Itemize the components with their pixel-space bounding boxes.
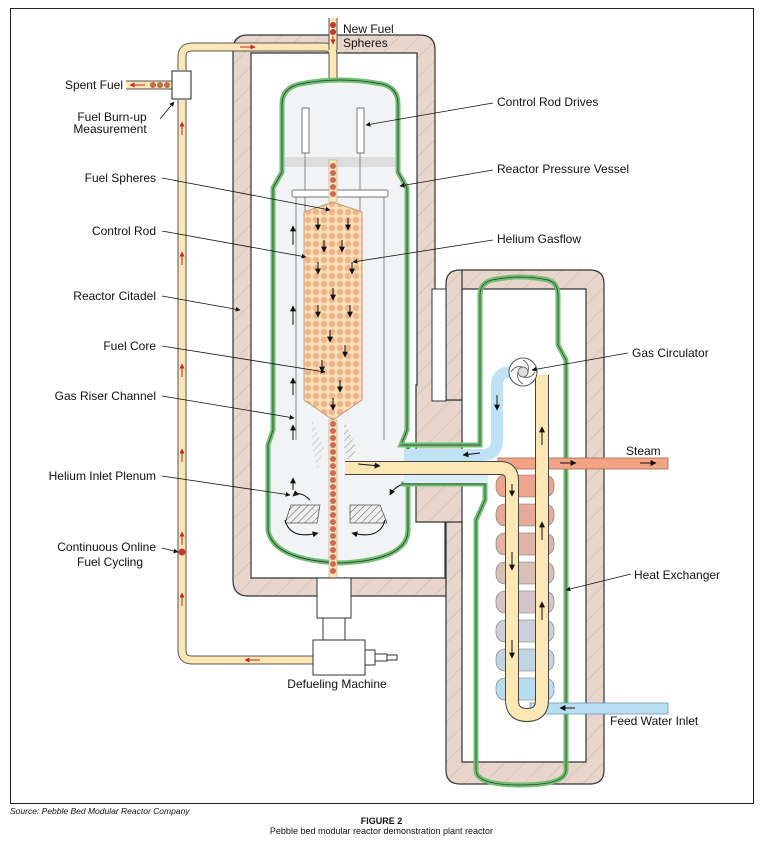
helium-gasflow-arrows [315,218,355,411]
fuel-sphere [330,568,336,574]
heat-exchanger-vessel [345,274,669,788]
figure-source: Source: Pebble Bed Modular Reactor Compa… [10,806,190,816]
fuel-sphere [330,533,336,539]
fuel-sphere [330,554,336,560]
fuel-sphere [330,512,336,518]
helium-inlet-plenum [284,481,411,538]
fuel-spheres-in-tube [330,163,336,574]
fuel-cycling-pipe [126,18,338,665]
label-feed-water-inlet: Feed Water Inlet [610,714,699,728]
fuel-sphere [330,428,336,434]
fuel-sphere-marker [178,548,186,556]
fuel-sphere [330,491,336,497]
fuel-sphere [330,449,336,455]
label-burnup: Fuel Burn-up [77,110,147,124]
fuel-sphere [330,470,336,476]
fuel-sphere [330,184,336,190]
label-helium-inlet-plenum: Helium Inlet Plenum [49,469,156,483]
figure-number: FIGURE 2 [360,816,403,826]
fuel-sphere [330,177,336,183]
fuel-sphere [330,456,336,462]
fuel-sphere [330,519,336,525]
figure-frame [10,8,754,804]
fuel-sphere [330,421,336,427]
fuel-sphere [330,505,336,511]
label-gas-circulator: Gas Circulator [632,346,709,360]
label-burnup-2: Measurement [73,122,147,136]
label-fuel-core: Fuel Core [103,339,156,353]
reactor-pressure-vessel [265,77,411,581]
fuel-sphere [330,540,336,546]
figure-caption: Pebble bed modular reactor demonstration… [269,826,494,836]
fuel-sphere [330,484,336,490]
fuel-sphere [330,435,336,441]
label-gas-riser-channel: Gas Riser Channel [55,389,156,403]
labels: New Fuel Spheres Spent Fuel Fuel Burn-up… [49,22,720,728]
fuel-sphere [330,498,336,504]
fuel-sphere [330,463,336,469]
label-control-rod-drives: Control Rod Drives [497,95,598,109]
label-reactor-pressure-vessel: Reactor Pressure Vessel [497,162,629,176]
fuel-sphere [330,561,336,567]
leader-lines [159,101,632,592]
fuel-sphere [330,477,336,483]
label-continuous-online: Continuous Online [57,540,156,554]
label-new-fuel: New Fuel [343,22,394,36]
label-new-fuel-2: Spheres [343,36,388,50]
fuel-sphere [330,163,336,169]
label-steam: Steam [626,444,661,458]
label-defueling-machine: Defueling Machine [287,677,387,691]
label-fuel-cycling: Fuel Cycling [77,555,143,569]
fuel-sphere [330,526,336,532]
label-heat-exchanger: Heat Exchanger [634,568,720,582]
defueling-machine [312,577,398,676]
label-helium-gasflow: Helium Gasflow [497,232,581,246]
fuel-sphere [330,170,336,176]
fuel-sphere [330,547,336,553]
label-control-rod: Control Rod [92,224,156,238]
heat-exchanger-citadel [431,269,605,785]
fuel-sphere [330,191,336,197]
label-spent-fuel: Spent Fuel [65,78,123,92]
label-fuel-spheres: Fuel Spheres [85,171,156,185]
label-reactor-citadel: Reactor Citadel [73,289,156,303]
fuel-sphere [330,442,336,448]
